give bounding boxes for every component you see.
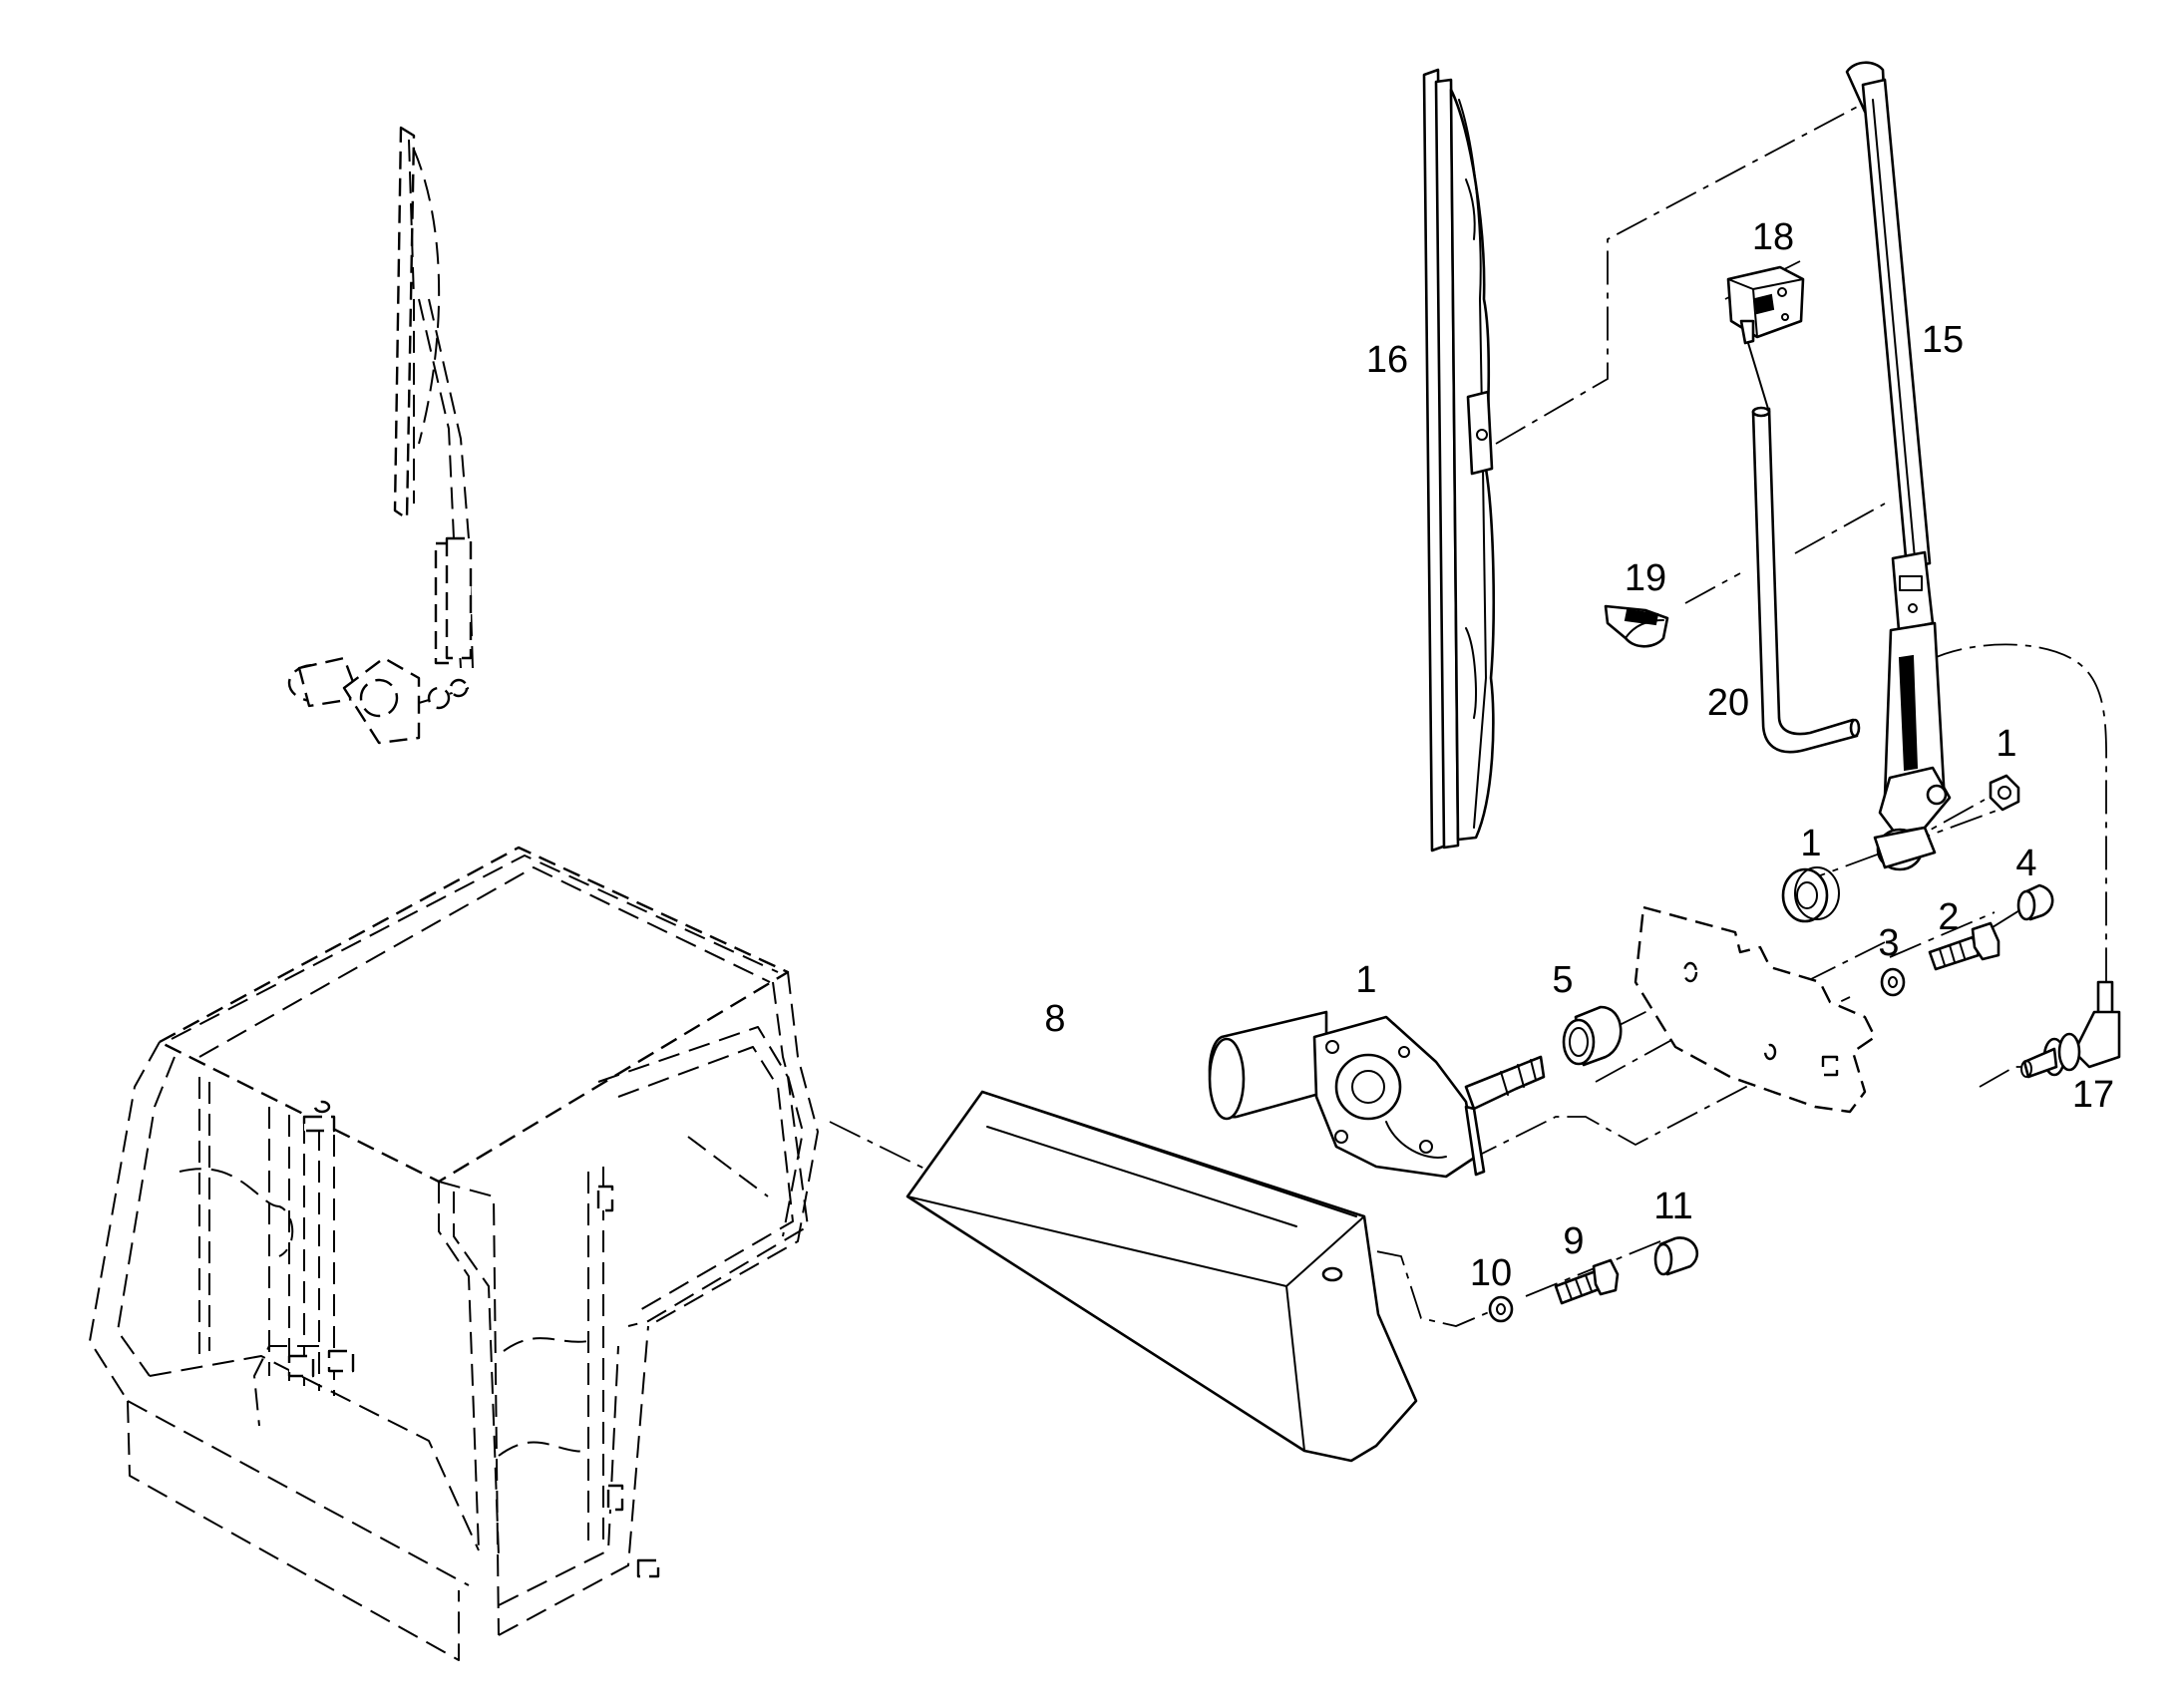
part-9-bolt [1554, 1258, 1620, 1305]
callout-3: 3 [1878, 922, 1899, 964]
part-1-nut [1989, 774, 2020, 812]
callout-1-washer: 1 [1800, 823, 1821, 864]
part-15-wiper-arm [1845, 61, 1952, 871]
part-19-clip [1604, 604, 1669, 648]
callout-16: 16 [1366, 339, 1408, 381]
callout-20: 20 [1707, 682, 1749, 724]
part-16-wiper-blade [1422, 68, 1496, 853]
part-4-cap-nut [2016, 883, 2054, 921]
callout-labels: 1 1 1 2 3 4 5 8 9 10 11 15 16 17 18 19 2… [1044, 216, 2114, 1294]
callout-8: 8 [1044, 998, 1065, 1040]
part-20-hose [1751, 406, 1861, 754]
callout-2: 2 [1938, 896, 1959, 938]
part-10-washer [1488, 1295, 1514, 1323]
mounting-bracket [1634, 905, 1877, 1114]
part-8-cover [906, 1090, 1418, 1463]
callout-19: 19 [1625, 557, 1666, 599]
callout-17: 17 [2072, 1074, 2114, 1116]
part-17-elbow-connector [2020, 980, 2121, 1079]
callout-1-nut: 1 [1996, 723, 2016, 765]
part-3-washer [1880, 967, 1906, 997]
callout-5: 5 [1552, 959, 1573, 1001]
callout-11: 11 [1653, 1186, 1692, 1227]
part-11-cap [1653, 1236, 1698, 1276]
part-1-wiper-motor [1208, 1010, 1546, 1179]
callout-4: 4 [2015, 843, 2036, 884]
part-18-nozzle-block [1726, 265, 1805, 410]
part-5-bushing [1562, 1005, 1623, 1067]
part-2-bolt [1928, 921, 2000, 971]
cab-outline [89, 846, 819, 1661]
wiper-assembly-preview [287, 126, 474, 745]
callout-9: 9 [1563, 1220, 1584, 1262]
part-1-washer [1781, 866, 1840, 923]
callout-15: 15 [1922, 319, 1964, 361]
callout-1-motor: 1 [1355, 959, 1376, 1001]
callout-10: 10 [1470, 1252, 1512, 1294]
callout-18: 18 [1752, 216, 1794, 258]
